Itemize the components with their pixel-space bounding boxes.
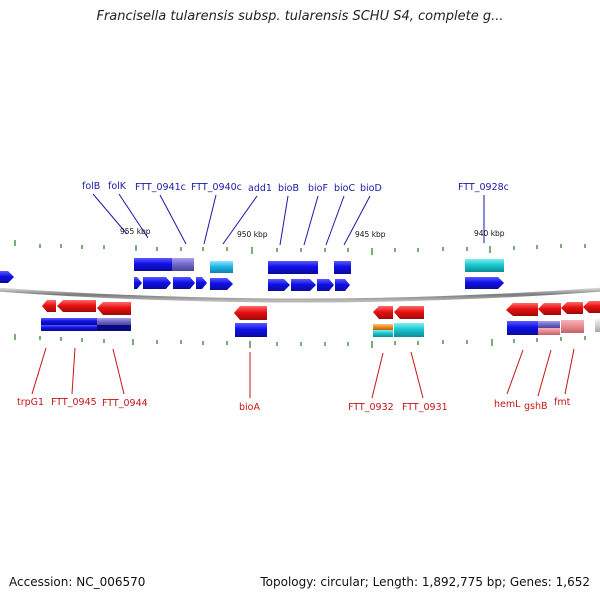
gene-track[interactable] <box>334 261 351 274</box>
gene-track[interactable] <box>394 323 424 337</box>
gene-arrow[interactable] <box>134 277 142 289</box>
gene-track[interactable] <box>210 261 233 273</box>
gene-label[interactable]: folB <box>82 181 100 192</box>
gene-label[interactable]: add1 <box>248 183 272 194</box>
forward-label-leaders <box>92 193 485 246</box>
position-ticks <box>14 240 586 348</box>
gene-track[interactable] <box>538 321 560 328</box>
gene-arrow[interactable] <box>97 302 131 315</box>
gene-label[interactable]: FTT_0932 <box>348 402 394 413</box>
gene-track[interactable] <box>41 318 97 325</box>
gene-label[interactable]: hemL <box>494 399 521 410</box>
gene-arrow[interactable] <box>210 278 233 290</box>
gene-track[interactable] <box>41 325 97 331</box>
gene-label[interactable]: bioD <box>360 183 382 194</box>
gene-track[interactable] <box>507 321 538 335</box>
gene-arrow[interactable] <box>173 277 195 289</box>
scale-label: 940 kbp <box>474 229 505 238</box>
gene-track[interactable] <box>97 325 131 331</box>
gene-arrow[interactable] <box>42 300 56 312</box>
accession-label: Accession: NC_006570 <box>9 575 146 589</box>
gene-arrow[interactable] <box>57 300 96 312</box>
gene-track[interactable] <box>538 328 560 335</box>
gene-label[interactable]: folK <box>108 181 127 192</box>
reverse-strand-features <box>41 300 600 337</box>
gene-arrow[interactable] <box>0 271 14 283</box>
genome-backbone <box>0 287 600 303</box>
gene-label[interactable]: FTT_0945 <box>51 397 97 408</box>
gene-track[interactable] <box>465 259 504 272</box>
scale-label: 950 kbp <box>237 230 268 239</box>
map-title: Francisella tularensis subsp. tularensis… <box>96 9 504 24</box>
topology-summary: Topology: circular; Length: 1,892,775 bp… <box>260 575 590 589</box>
gene-track[interactable] <box>97 318 131 325</box>
gene-track[interactable] <box>373 324 393 330</box>
scale-label: 955 kbp <box>120 227 151 236</box>
gene-track[interactable] <box>595 319 600 332</box>
gene-track[interactable] <box>134 258 172 271</box>
gene-label[interactable]: FTT_0944 <box>102 398 148 409</box>
gene-arrow[interactable] <box>335 279 350 291</box>
gene-arrow[interactable] <box>234 306 267 320</box>
scale-label: 945 kbp <box>355 230 386 239</box>
gene-arrow[interactable] <box>291 279 316 291</box>
gene-track[interactable] <box>268 261 318 274</box>
gene-arrow[interactable] <box>583 301 600 313</box>
gene-arrow[interactable] <box>373 306 393 319</box>
gene-arrow[interactable] <box>196 277 207 289</box>
gene-arrow[interactable] <box>143 277 171 289</box>
gene-label[interactable]: trpG1 <box>17 397 44 408</box>
gene-arrow[interactable] <box>394 306 424 319</box>
gene-arrow[interactable] <box>268 279 290 291</box>
gene-label[interactable]: fmt <box>554 397 571 408</box>
gene-track[interactable] <box>373 330 393 337</box>
gene-track[interactable] <box>235 323 267 337</box>
gene-arrow[interactable] <box>317 279 334 291</box>
gene-label[interactable]: FTT_0941c <box>135 182 186 193</box>
forward-strand-features <box>0 258 504 291</box>
gene-track[interactable] <box>172 258 194 271</box>
gene-label[interactable]: FTT_0940c <box>191 182 242 193</box>
gene-label[interactable]: bioA <box>239 402 260 413</box>
gene-label[interactable]: FTT_0931 <box>402 402 448 413</box>
gene-label[interactable]: bioC <box>334 183 355 194</box>
gene-arrow[interactable] <box>506 303 538 316</box>
gene-label[interactable]: bioF <box>308 183 328 194</box>
gene-arrow[interactable] <box>538 303 561 315</box>
gene-label[interactable]: bioB <box>278 183 299 194</box>
gene-label[interactable]: FTT_0928c <box>458 182 509 193</box>
gene-arrow[interactable] <box>465 277 504 289</box>
gene-arrow[interactable] <box>561 302 583 314</box>
gene-track[interactable] <box>561 320 584 333</box>
reverse-label-leaders <box>31 347 575 399</box>
gene-label[interactable]: gshB <box>524 401 548 412</box>
